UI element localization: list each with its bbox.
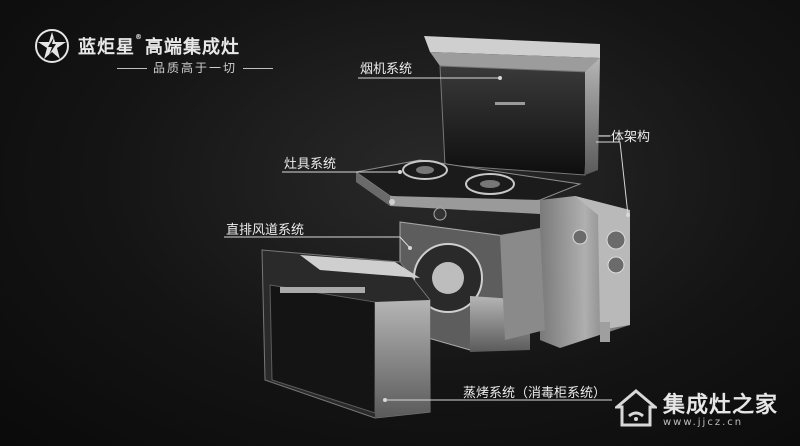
label-cooktop-system: 灶具系统 [284, 157, 337, 172]
lightning-star-icon [35, 29, 69, 63]
label-integrated-frame: 一体架构 [598, 130, 651, 145]
site-watermark: 集成灶之家 www.jjcz.cn [614, 387, 778, 428]
range-hood [424, 36, 600, 176]
brand-logo: 蓝炬星®高端集成灶 品质高于一切 [34, 28, 240, 75]
leader-frame [596, 141, 629, 216]
cabinet-frame [540, 196, 630, 348]
house-icon [614, 388, 657, 426]
steam-oven [261, 249, 431, 419]
brand-slogan: 品质高于一切 [111, 59, 279, 76]
label-duct-system: 直排风道系统 [226, 223, 305, 238]
duct-fan [399, 221, 545, 352]
label-oven-system: 蒸烤系统（消毒柜系统） [463, 386, 607, 401]
watermark-url: www.jjcz.cn [662, 417, 744, 428]
leader-duct [224, 236, 411, 249]
cooktop [354, 159, 582, 221]
watermark-title: 集成灶之家 [662, 393, 778, 418]
label-hood-system: 烟机系统 [360, 62, 413, 77]
brand-name: 蓝炬星®高端集成灶 [78, 33, 240, 58]
